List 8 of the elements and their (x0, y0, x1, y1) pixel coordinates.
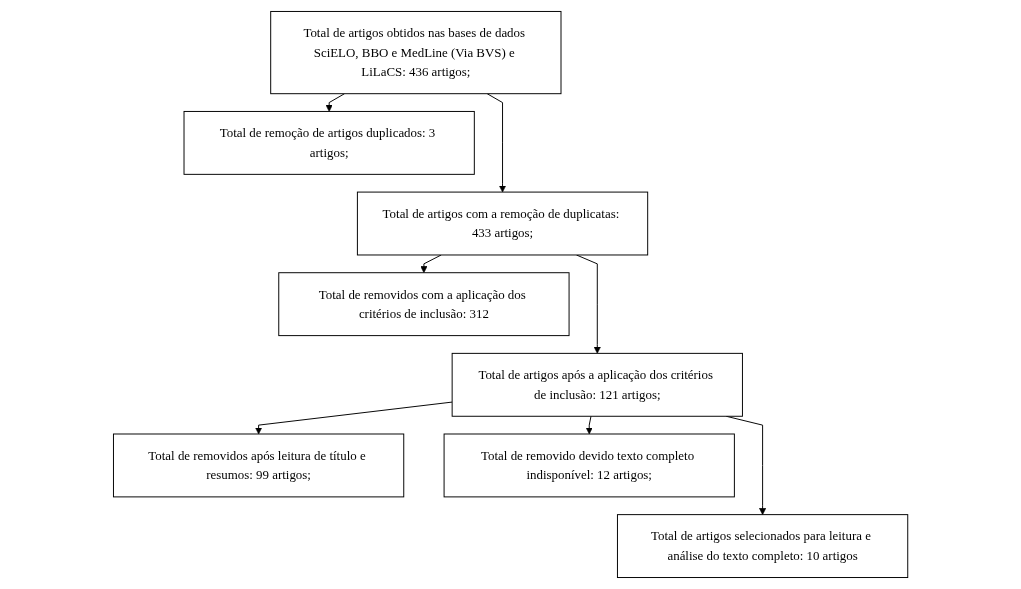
node-box: Total de removido devido texto completo indisponível: 12 artigos; (443, 433, 735, 498)
node-box: Total de removidos após leitura de título e resumos: 99 artigos; (112, 433, 405, 498)
node-box: Total de artigos após a aplicação dos critérios de inclusão: 121 artigos; (451, 352, 743, 417)
node-box: Total de artigos obtidos nas bases de dados SciELO, BBO e MedLine (Via BVS) e LiLaCS: 436 artigos; (270, 10, 562, 95)
node-box: Total de artigos selecionados para leitura e análise do texto completo: 10 artigos (616, 514, 909, 578)
node-box: Total de artigos com a remoção de duplicatas: 433 artigos; (356, 191, 649, 256)
node-box: Total de removidos com a aplicação dos critérios de inclusão: 312 (278, 272, 570, 337)
node-box: Total de remoção de artigos duplicados: 3 artigos; (183, 110, 475, 175)
